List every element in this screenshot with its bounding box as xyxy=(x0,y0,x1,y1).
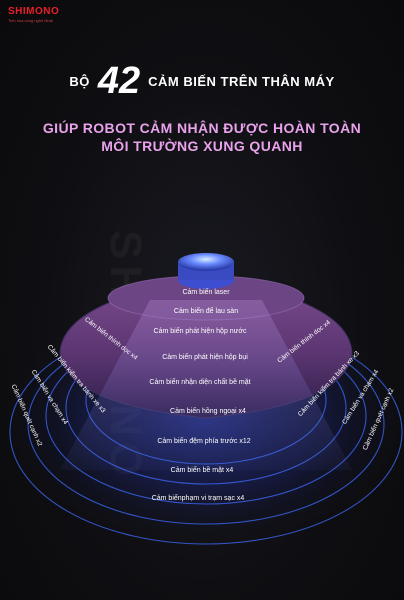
label-surface: Cảm biến nhận diện chất bề mặt xyxy=(149,377,250,386)
label-water-box: Cảm biến phát hiện hộp nước xyxy=(154,326,247,335)
label-dust-box: Cảm biến phát hiện hộp bụi xyxy=(162,352,248,361)
label-dock: Cảm biếnphạm vi trạm sạc x4 xyxy=(152,493,245,502)
subheadline-line-2: MÔI TRƯỜNG XUNG QUANH xyxy=(101,138,303,154)
label-bumper: Cảm biến đệm phía trước x12 xyxy=(157,436,250,445)
headline-number: 42 xyxy=(97,60,141,102)
brand-name: SHIMONO xyxy=(8,6,60,17)
label-laser: Cảm biến laser xyxy=(182,287,230,296)
laser-turret xyxy=(178,253,234,289)
label-mop: Cảm biến để lau sàn xyxy=(174,306,238,315)
brand-tagline: Tinh hoa công nghệ Nhật xyxy=(8,18,53,23)
scan-beam xyxy=(60,300,352,470)
label-infrared: Cảm biến hồng ngoại x4 xyxy=(170,406,246,415)
headline-prefix: BỘ xyxy=(69,73,90,89)
headline: BỘ 42 CẢM BIẾN TRÊN THÂN MÁY xyxy=(0,62,404,100)
subheadline-line-1: GIÚP ROBOT CẢM NHẬN ĐƯỢC HOÀN TOÀN xyxy=(42,120,362,136)
headline-suffix: CẢM BIẾN TRÊN THÂN MÁY xyxy=(148,73,335,89)
label-floor: Cảm biến bề mặt x4 xyxy=(171,465,234,474)
brand-logo: SHIMONO Tinh hoa công nghệ Nhật xyxy=(8,6,59,23)
